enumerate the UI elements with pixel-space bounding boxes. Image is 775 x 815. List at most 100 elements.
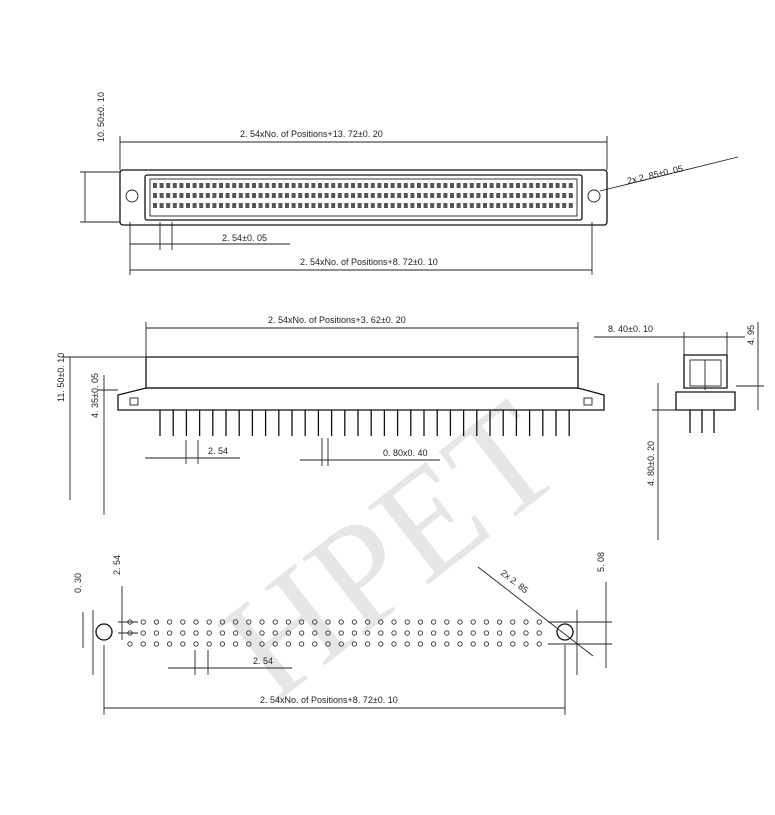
bottom-pin-hole xyxy=(193,630,199,636)
top-pin-cell xyxy=(397,203,402,208)
top-pin-cell xyxy=(549,193,553,198)
top-pin-cell xyxy=(542,203,547,208)
top-height-label: 10. 50±0. 10 xyxy=(96,92,106,142)
bottom-pin-hole xyxy=(417,619,424,625)
top-pin-cell xyxy=(417,193,421,198)
top-pin-cell xyxy=(324,203,329,208)
side-width-label: 8. 40±0. 10 xyxy=(608,324,653,334)
top-pin-cell xyxy=(502,193,507,198)
bottom-pin-hole xyxy=(364,619,371,625)
top-pin-cell xyxy=(417,203,421,208)
bottom-pin-hole xyxy=(378,619,384,625)
top-pin-cell xyxy=(265,193,270,198)
bottom-pin-hole xyxy=(523,619,529,625)
top-pin-cell xyxy=(410,203,415,208)
top-pin-cell xyxy=(205,183,210,188)
bottom-pin-hole xyxy=(404,641,410,647)
front-body-width-label: 2. 54xNo. of Positions+3. 62±0. 20 xyxy=(268,315,406,325)
top-pin-cell xyxy=(549,203,553,208)
top-pin-cell xyxy=(516,193,520,198)
top-pin-cell xyxy=(529,183,534,188)
top-view-body xyxy=(144,174,583,221)
top-view-pin-field xyxy=(149,178,578,217)
top-pin-cell xyxy=(298,203,303,208)
top-pin-cell xyxy=(285,183,289,188)
bottom-pin-hole xyxy=(180,630,186,636)
top-pin-cell xyxy=(199,203,204,208)
top-pin-cell xyxy=(179,193,184,198)
bottom-pin-hole xyxy=(470,641,476,647)
bottom-pin-hole xyxy=(325,641,331,647)
bottom-pin-hole xyxy=(510,641,516,647)
top-pin-cell xyxy=(258,203,263,208)
top-pin-cell xyxy=(179,203,184,208)
bottom-pin-hole xyxy=(483,641,490,647)
top-pin-cell xyxy=(153,183,157,188)
top-pin-cell xyxy=(186,193,190,198)
bottom-pin-hole xyxy=(338,619,344,625)
bottom-pin-hole xyxy=(193,641,199,647)
top-pin-cell xyxy=(489,183,494,188)
bottom-pin-hole xyxy=(206,619,212,625)
bottom-pin-hole xyxy=(338,630,344,636)
top-pin-cell xyxy=(403,203,408,208)
top-pin-cell xyxy=(463,183,468,188)
top-pin-cell xyxy=(535,183,540,188)
top-pin-cell xyxy=(370,183,375,188)
top-pin-cell xyxy=(476,183,481,188)
top-pin-cell xyxy=(212,193,217,198)
top-pin-cell xyxy=(331,203,336,208)
top-pin-cell xyxy=(357,203,362,208)
top-pin-cell xyxy=(410,193,415,198)
top-pin-cell xyxy=(430,193,435,198)
top-pin-cell xyxy=(357,193,362,198)
bottom-pin-hole xyxy=(523,630,529,636)
top-pin-cell xyxy=(436,203,441,208)
top-pin-cell xyxy=(417,183,421,188)
top-pin-cell xyxy=(397,193,402,198)
bottom-pin-hole xyxy=(364,630,371,636)
bottom-pin-hole xyxy=(246,641,252,647)
bottom-view-mount-hole-left xyxy=(95,623,113,641)
top-pin-cell xyxy=(271,203,276,208)
top-pin-cell xyxy=(489,203,494,208)
top-pin-cell xyxy=(245,193,250,198)
bottom-pin-hole xyxy=(510,630,516,636)
top-pin-cell xyxy=(469,183,474,188)
top-pin-cell xyxy=(403,193,408,198)
top-pin-cell xyxy=(489,193,494,198)
bottom-pin-hole xyxy=(351,619,358,625)
top-pin-cell xyxy=(271,193,276,198)
bottom-pin-hole xyxy=(430,641,437,647)
top-pin-cell xyxy=(245,183,250,188)
top-pin-cell xyxy=(225,183,230,188)
bottom-pin-hole xyxy=(483,619,490,625)
bottom-pin-hole xyxy=(153,641,160,647)
top-pin-cell xyxy=(252,203,256,208)
top-pin-cell xyxy=(344,183,349,188)
top-view-pins xyxy=(153,183,573,208)
top-pin-cell xyxy=(357,183,362,188)
bottom-pin-hole xyxy=(483,630,490,636)
bottom-pin-hole xyxy=(312,619,318,625)
bottom-pin-hole xyxy=(391,641,397,647)
top-pin-cell xyxy=(219,183,223,188)
top-pin-cell xyxy=(370,193,375,198)
top-pin-cell xyxy=(443,183,448,188)
top-pin-cell xyxy=(324,183,329,188)
top-pin-cell xyxy=(351,193,355,198)
top-pin-cell xyxy=(331,183,336,188)
top-pin-cell xyxy=(436,193,441,198)
top-pin-cell xyxy=(219,203,223,208)
side-view-body xyxy=(683,354,728,389)
top-pin-cell xyxy=(278,203,283,208)
top-pin-cell xyxy=(502,183,507,188)
top-pin-cell xyxy=(311,193,316,198)
bottom-pin-hole xyxy=(457,619,463,625)
bottom-pin-hole xyxy=(536,630,542,636)
top-pin-cell xyxy=(172,183,177,188)
bottom-pin-hole xyxy=(457,630,463,636)
top-pin-cell xyxy=(344,193,349,198)
side-view: 8. 40±0. 10 4. 95 4. 80±0. 20 xyxy=(594,322,764,540)
top-pin-cell xyxy=(159,183,164,188)
